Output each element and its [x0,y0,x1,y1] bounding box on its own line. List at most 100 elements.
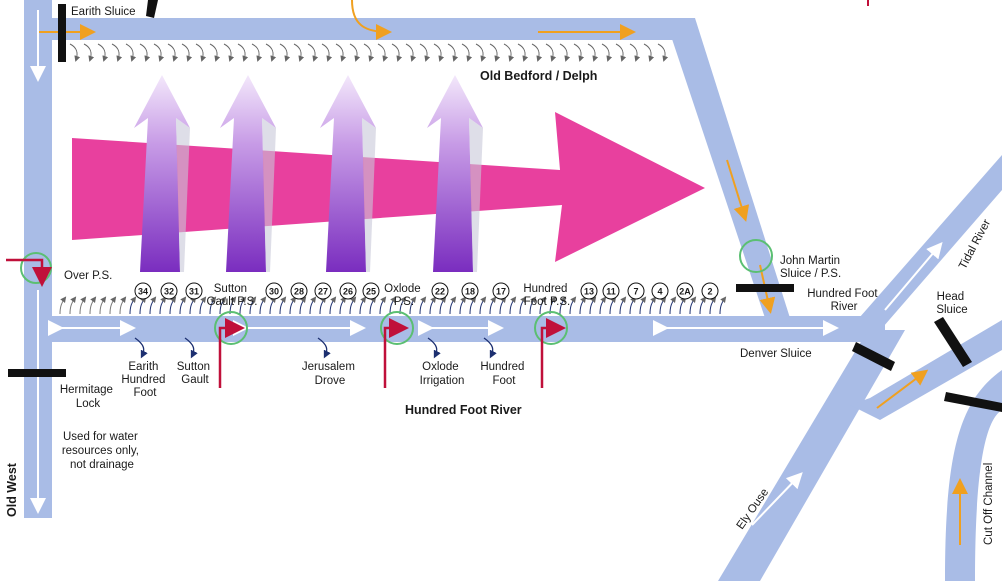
outfall-circle [431,282,449,300]
seepage-arrow [439,296,447,315]
seepage-arrow [259,296,267,315]
seepage-arrow [279,43,291,62]
pumping-arrow [427,75,483,272]
seepage-arrow [119,296,127,315]
outfall-circle [627,282,645,300]
outfall-number: 2A [679,287,691,297]
seepage-arrow [405,43,417,62]
oxlode-irrigation-label: Oxlode Irrigation [420,361,465,387]
outfall-circle [134,282,152,300]
outfall-number: 18 [465,287,475,297]
outfall-marker: 27 [314,282,332,300]
seepage-arrow [363,43,375,62]
outfall-marker: 34 [134,282,152,300]
seepage-arrow [97,43,109,62]
seepage-arrow [639,296,647,315]
outfall-circle [651,282,669,300]
drain-arrow [427,337,441,359]
outfall-number: 7 [633,287,638,297]
seepage-arrow [669,296,677,315]
seepage-arrow [269,296,277,315]
outfall-number: 27 [318,287,328,297]
seepage-arrow [657,43,669,62]
seepage-arrow [139,43,151,62]
seepage-arrow [529,296,537,315]
outfall-marker: 28 [290,282,308,300]
outfall-circle [290,282,308,300]
drain-arrow [317,337,331,359]
seepage-arrow [573,43,585,62]
seepage-arrow [719,296,727,315]
seepage-arrow [339,296,347,315]
outfall-number: 17 [496,287,506,297]
sluice-bar [146,0,158,18]
seepage-arrow [489,296,497,315]
pumping-arrow [320,75,376,272]
seepage-arrow [659,296,667,315]
old-bedford-diagonal [665,18,790,318]
seepage-arrow [251,43,263,62]
seepage-arrow [377,43,389,62]
flow-arrow [726,159,750,222]
pump-arrow [383,318,409,388]
head-sluice-label: Head Sluice [936,291,967,316]
outfall-number: 11 [606,287,616,297]
hundred-foot-ps-label: Hundred Foot P.S. [523,283,570,308]
seepage-arrow [499,296,507,315]
hermitage-lock-label: Hermitage Lock [60,384,116,410]
seepage-arrow [209,296,217,315]
outfall-marker: 13 [580,282,598,300]
cut-off-channel-label: Cut Off Channel [983,463,995,545]
over-ps-label: Over P.S. [64,270,112,282]
outfall-number: 22 [435,287,445,297]
outfall-circle [461,282,479,300]
hundred-foot-label: Hundred Foot [480,361,527,387]
seepage-arrow [209,43,221,62]
seepage-arrow [629,296,637,315]
outfall-marker: 18 [461,282,479,300]
seepage-arrow [167,43,179,62]
seepage-arrow [489,43,501,62]
seepage-arrow [459,296,467,315]
seepage-arrow [329,296,337,315]
hundred-foot-pump-station [534,311,568,388]
over-pump-station [6,252,52,287]
outfall-circle [701,282,719,300]
seepage-arrow [419,296,427,315]
orange-flow-arrows [38,0,968,545]
head-sluice-bar [934,317,972,367]
outfall-marker: 7 [627,282,645,300]
earith-hundred-foot-label: Earith Hundred Foot [121,361,168,399]
outfall-number: 31 [189,287,199,297]
outfall-circle [602,282,620,300]
seepage-arrow [265,43,277,62]
outfall-number: 34 [138,287,148,297]
outfall-circle [160,282,178,300]
seepage-arrow [609,296,617,315]
sutton-gault-pump-station [214,311,248,388]
pumping-arrow [134,75,190,272]
pumping-arrow-shadow [362,118,376,272]
hundred-foot-river-label: Hundred Foot River [405,403,522,417]
ely-ouse-channel [718,330,905,581]
seepage-arrow [195,43,207,62]
outfall-number: 26 [343,287,353,297]
outfall-marker: 2 [701,282,719,300]
minor-drain-arrows [134,337,497,359]
seepage-arrow [587,43,599,62]
outfall-circle [339,282,357,300]
seepage-arrow [709,296,717,315]
sluices [8,0,1002,412]
seepage-arrow [321,43,333,62]
pumping-arrow-shadow [469,118,483,272]
outfall-marker: 30 [265,282,283,300]
seepage-arrow [589,296,597,315]
denver-sluice-label: Denver Sluice [740,348,812,360]
seepage-arrow [643,43,655,62]
old-bedford-river [24,18,695,40]
outfall-marker: 26 [339,282,357,300]
john-martin-sluice-bar [736,284,794,292]
seepage-arrow [517,43,529,62]
seepage-arrow [509,296,517,315]
tidal-river-channel [838,155,1002,342]
